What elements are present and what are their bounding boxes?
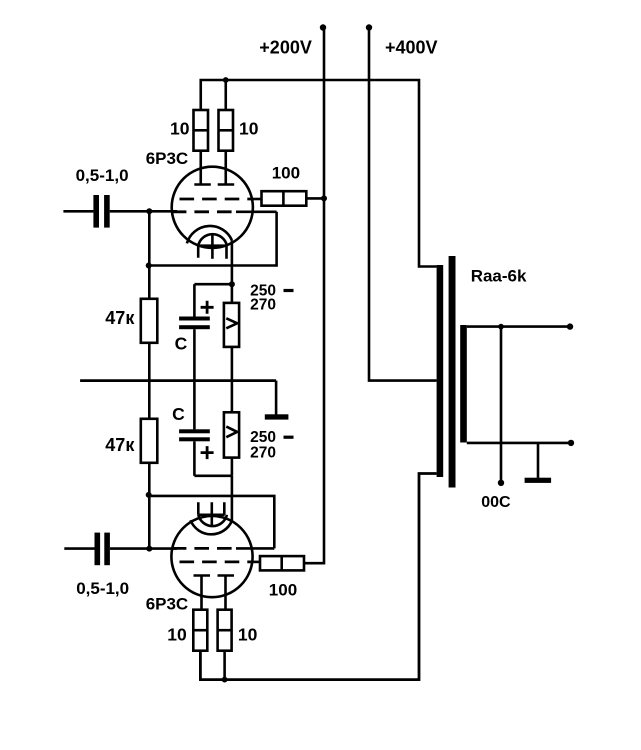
svg-text:00C: 00C [481, 494, 511, 511]
svg-text:10: 10 [167, 625, 187, 645]
svg-text:47к: 47к [105, 435, 135, 455]
svg-text:270: 270 [250, 296, 276, 313]
svg-text:6P3C: 6P3C [146, 149, 189, 168]
svg-text:270: 270 [250, 445, 276, 462]
svg-text:0,5-1,0: 0,5-1,0 [76, 579, 129, 598]
svg-text:100: 100 [272, 163, 300, 182]
svg-text:10: 10 [238, 625, 258, 645]
svg-text:250: 250 [250, 429, 276, 446]
svg-text:0,5-1,0: 0,5-1,0 [76, 166, 129, 185]
svg-text:10: 10 [239, 118, 259, 138]
svg-text:47к: 47к [105, 308, 135, 328]
svg-text:C: C [175, 333, 188, 353]
svg-text:250: 250 [250, 282, 276, 299]
svg-text:6P3C: 6P3C [146, 595, 189, 614]
svg-text:Raa-6k: Raa-6k [471, 267, 527, 286]
svg-text:10: 10 [170, 118, 190, 138]
svg-text:100: 100 [269, 580, 297, 599]
svg-text:+200V: +200V [259, 37, 312, 57]
svg-text:C: C [172, 404, 185, 424]
svg-text:+400V: +400V [385, 37, 438, 57]
